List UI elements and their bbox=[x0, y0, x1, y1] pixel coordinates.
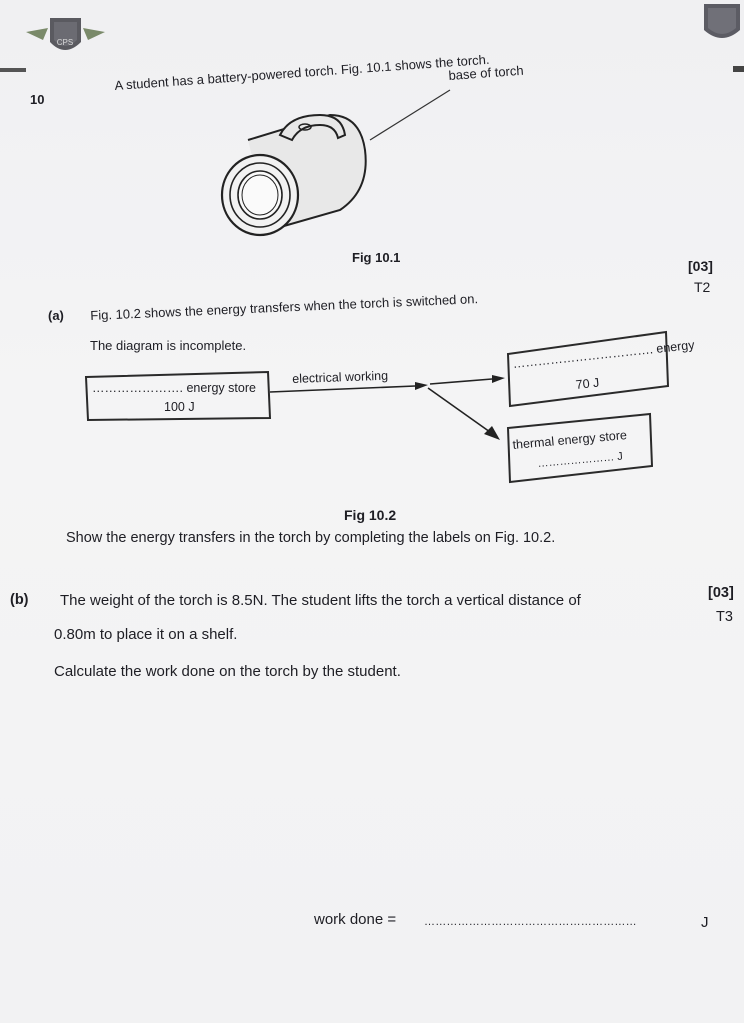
part-b-label: (b) bbox=[10, 592, 29, 608]
diagram-right-top-value: 70 J bbox=[575, 375, 600, 392]
answer-label: work done = bbox=[314, 911, 397, 928]
margin-rule-right bbox=[733, 66, 744, 72]
question-number: 10 bbox=[30, 92, 45, 107]
crest-text: CPS bbox=[57, 38, 73, 47]
school-crest-logo: CPS bbox=[18, 10, 113, 65]
margin-rule-left bbox=[0, 68, 26, 72]
diagram-left-box-label: …………………. energy store bbox=[92, 381, 256, 395]
part-a-marks: [03] bbox=[688, 258, 713, 274]
school-crest-logo-right bbox=[700, 0, 744, 48]
part-a-code: T2 bbox=[694, 279, 711, 295]
part-a-line1: Fig. 10.2 shows the energy transfers whe… bbox=[90, 291, 479, 323]
answer-unit: J bbox=[701, 914, 709, 931]
part-a-line2: The diagram is incomplete. bbox=[90, 338, 247, 353]
answer-input-line[interactable]: ………………………………………………… bbox=[424, 916, 637, 928]
part-b-line3: Calculate the work done on the torch by … bbox=[54, 663, 401, 680]
part-b-line2: 0.80m to place it on a shelf. bbox=[54, 626, 238, 643]
part-b-code: T3 bbox=[716, 609, 733, 625]
part-a-instruction: Show the energy transfers in the torch b… bbox=[66, 530, 556, 546]
fig-10-2-caption: Fig 10.2 bbox=[344, 507, 397, 523]
part-b-line1: The weight of the torch is 8.5N. The stu… bbox=[60, 592, 581, 609]
diagram-left-box-value: 100 J bbox=[164, 400, 195, 414]
torch-illustration bbox=[210, 80, 460, 260]
energy-transfer-diagram bbox=[80, 330, 680, 490]
part-b-marks: [03] bbox=[708, 585, 734, 601]
part-a-label: (a) bbox=[48, 308, 64, 323]
fig-10-1-caption: Fig 10.1 bbox=[352, 250, 401, 265]
